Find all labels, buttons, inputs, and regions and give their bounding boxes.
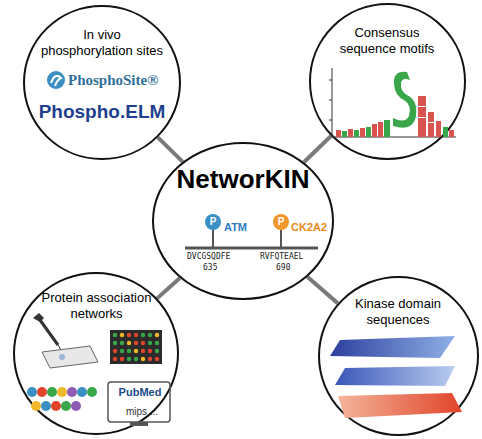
node-text: DVCGSQDFE xyxy=(187,252,230,262)
connector-line xyxy=(158,137,183,161)
node-text: 690 xyxy=(276,263,290,273)
node-text: RVFQTEAEL xyxy=(260,252,303,262)
connector-line xyxy=(157,278,180,298)
node-heading: NetworKIN xyxy=(152,164,334,195)
node-text: P xyxy=(205,214,221,230)
node-text: P xyxy=(273,214,289,230)
node-heading: Protein association networks xyxy=(34,290,159,321)
node-text: PubMed xyxy=(110,386,170,399)
center-ellipse: NetworKINPATMPCK2A2DVCGSQDFE635RVFQTEAEL… xyxy=(152,142,334,300)
node-heading: Kinase domain sequences xyxy=(343,296,453,327)
node-heading: Consensus sequence motifs xyxy=(332,25,442,56)
connector-line xyxy=(304,136,331,162)
node-text: Phospho.ELM xyxy=(32,101,172,124)
node-text: PhosphoSite® xyxy=(68,71,158,89)
phosphosite-icon xyxy=(47,71,65,89)
source-circle: In vivo phosphorylation sitesPhosphoSite… xyxy=(23,5,181,160)
node-text: ATM xyxy=(224,221,247,234)
connector-line xyxy=(307,277,338,304)
node-text: mips ... xyxy=(112,406,172,418)
node-heading: In vivo phosphorylation sites xyxy=(39,27,165,58)
kinase-domains xyxy=(330,336,462,418)
node-text: 635 xyxy=(203,263,217,273)
node-text: CK2A2 xyxy=(291,221,327,234)
